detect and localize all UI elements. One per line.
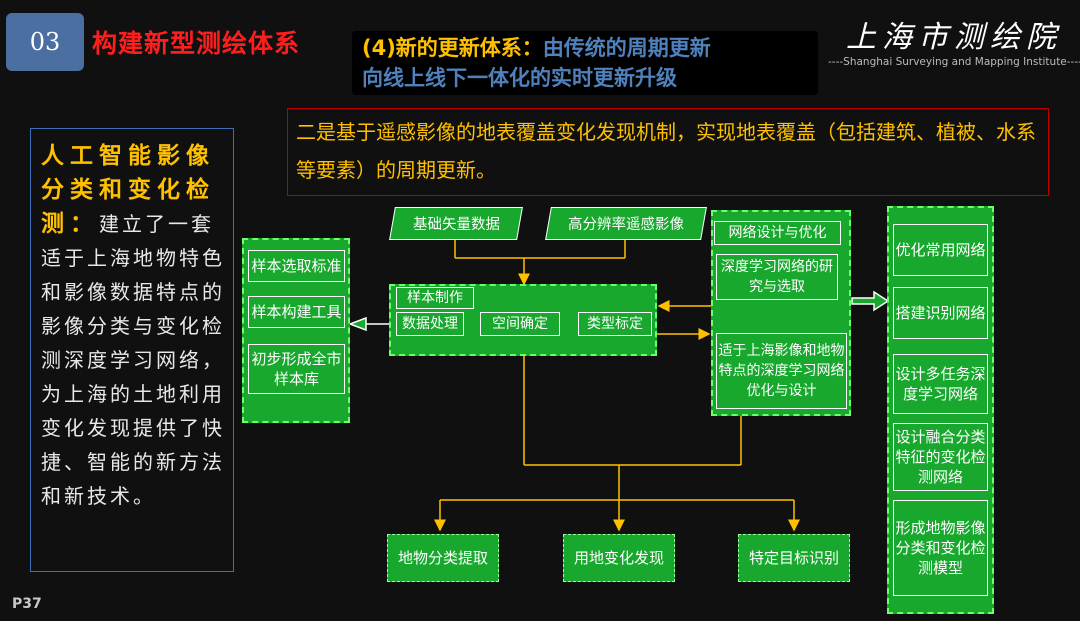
institute-logo-english: ----Shanghai Surveying and Mapping Insti… <box>828 56 1080 68</box>
step-spatial-determination: 空间确定 <box>480 312 560 336</box>
headline-line1: 由传统的周期更新 <box>542 36 711 60</box>
network-output-build: 搭建识别网络 <box>893 287 988 339</box>
section-number-badge: 03 <box>6 13 84 71</box>
headline-prefix: (4)新的更新体系： <box>362 36 543 60</box>
sample-output-criteria: 样本选取标准 <box>248 250 345 282</box>
network-optimization-design: 适于上海影像和地物特点的深度学习网络优化与设计 <box>716 333 847 409</box>
app-target-recognition: 特定目标识别 <box>738 534 850 582</box>
page-number: P37 <box>12 596 42 612</box>
network-output-multitask: 设计多任务深度学习网络 <box>893 354 988 414</box>
network-output-optimize: 优化常用网络 <box>893 224 988 276</box>
step-type-labeling: 类型标定 <box>578 312 652 336</box>
network-design-title: 网络设计与优化 <box>714 221 841 245</box>
network-output-model: 形成地物影像分类和变化检测模型 <box>893 500 988 596</box>
input-remote-sensing-imagery: 高分辨率遥感影像 <box>545 207 707 240</box>
network-output-change-detection: 设计融合分类特征的变化检测网络 <box>893 423 988 491</box>
left-text-panel: 人工智能影像分类和变化检测：建立了一套适于上海地物特色和影像数据特点的影像分类与… <box>30 128 234 572</box>
sample-output-library: 初步形成全市样本库 <box>248 344 345 394</box>
institute-logo: 上海市测绘院 <box>846 20 1062 55</box>
sample-production-title: 样本制作 <box>396 287 474 309</box>
step-data-processing: 数据处理 <box>396 312 464 336</box>
panel-highlight: 人工智能影像分类和变化检测： <box>41 143 215 237</box>
app-feature-extraction: 地物分类提取 <box>387 534 499 582</box>
app-land-change-discovery: 用地变化发现 <box>563 534 675 582</box>
panel-body: 建立了一套适于上海地物特色和影像数据特点的影像分类与变化检测深度学习网络，为上海… <box>41 212 225 508</box>
note-box: 二是基于遥感影像的地表覆盖变化发现机制，实现地表覆盖（包括建筑、植被、水系等要素… <box>287 108 1049 196</box>
sample-output-tool: 样本构建工具 <box>248 296 345 328</box>
headline-line2: 向线上线下一体化的实时更新升级 <box>362 66 677 90</box>
section-title: 构建新型测绘体系 <box>92 29 301 58</box>
input-vector-data: 基础矢量数据 <box>389 207 523 240</box>
headline: (4)新的更新体系：由传统的周期更新 向线上线下一体化的实时更新升级 <box>352 31 818 95</box>
network-research-selection: 深度学习网络的研究与选取 <box>716 254 838 300</box>
